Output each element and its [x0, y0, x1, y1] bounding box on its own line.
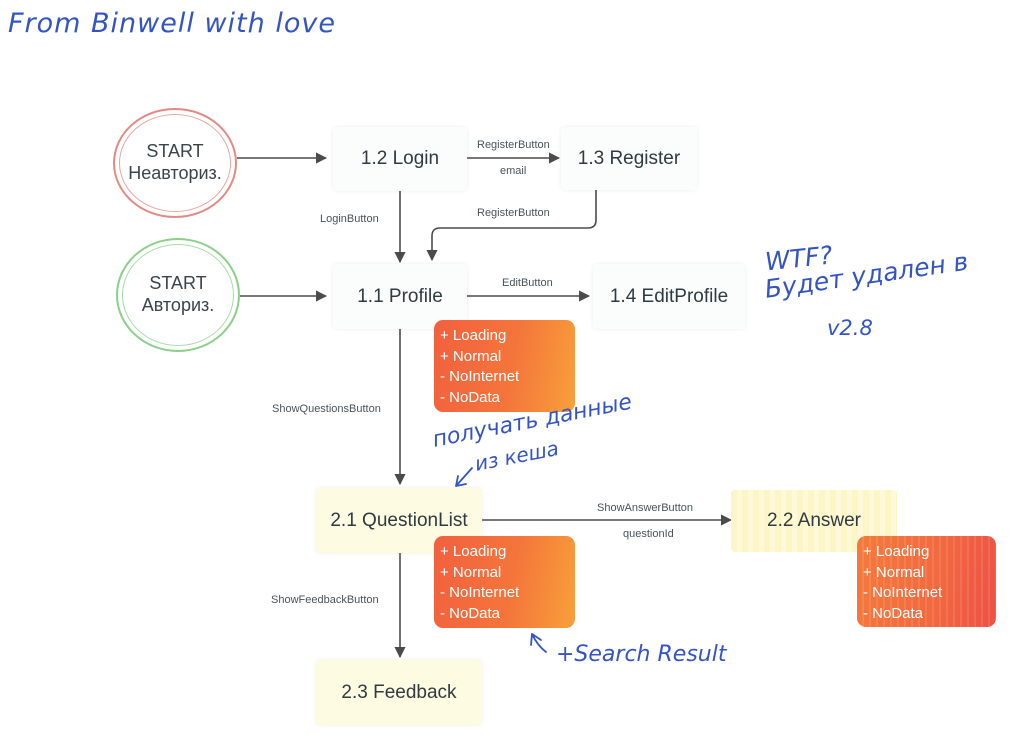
cache-hand-arrow — [455, 467, 473, 487]
profile-states-box: + Loading + Normal - NoInternet - NoData — [434, 320, 575, 412]
question-list-node: 2.1 QuestionList — [316, 488, 482, 553]
feedback-node: 2.3 Feedback — [316, 660, 482, 725]
state-item: - NoData — [440, 604, 501, 622]
start-unauthorized-line2: Неавториз. — [128, 163, 222, 183]
answer-states-box: + Loading + Normal - NoInternet - NoData — [857, 536, 996, 627]
answer-node-label: 2.2 Answer — [767, 510, 861, 531]
edge-label-email: email — [500, 165, 527, 177]
state-item: + Loading — [440, 327, 507, 344]
state-item: + Normal — [440, 347, 502, 365]
feedback-node-label: 2.3 Feedback — [341, 681, 457, 703]
state-item: - NoInternet — [440, 584, 520, 601]
register-node-label: 1.3 Register — [577, 147, 681, 169]
edge-label-show-questions-button: ShowQuestionsButton — [272, 403, 381, 415]
start-unauthorized-node: START Неавториз. — [113, 108, 237, 218]
question-list-node-label: 2.1 QuestionList — [330, 509, 468, 531]
header-annotation: From Binwell with love — [8, 8, 336, 39]
edge-label-question-id: questionId — [623, 528, 674, 540]
edit-profile-node: 1.4 EditProfile — [593, 264, 745, 329]
edge-label-register-button-back: RegisterButton — [477, 207, 550, 219]
login-node-label: 1.2 Login — [360, 148, 440, 169]
search-result-annotation: +Search Result — [556, 642, 727, 667]
answer-node: 2.2 Answer — [731, 490, 897, 552]
state-item: + Normal — [863, 563, 925, 581]
edit-profile-node-label: 1.4 EditProfile — [609, 285, 729, 307]
start-unauthorized-line1: START — [146, 141, 204, 162]
start-authorized-line1: START — [149, 273, 207, 294]
state-item: - NoInternet — [440, 368, 520, 385]
state-item: + Loading — [440, 543, 507, 560]
edge-label-show-feedback-button: ShowFeedbackButton — [271, 594, 379, 606]
edge-label-register-button: RegisterButton — [477, 139, 550, 151]
state-item: + Loading — [863, 543, 930, 560]
edge-label-login-button: LoginButton — [320, 213, 379, 225]
edge-register-to-profile — [426, 190, 597, 262]
state-item: - NoInternet — [863, 584, 943, 601]
profile-node-label: 1.1 Profile — [357, 285, 443, 307]
state-item: - NoData — [440, 388, 501, 406]
question-list-states-box: + Loading + Normal - NoInternet - NoData — [434, 536, 575, 628]
start-authorized-node: START Авториз. — [116, 238, 240, 352]
register-node: 1.3 Register — [561, 127, 697, 190]
wtf-annotation-line3: v2.8 — [827, 316, 873, 340]
state-item: + Normal — [440, 563, 502, 581]
search-hand-arrow — [530, 633, 547, 653]
edge-label-edit-button: EditButton — [502, 277, 553, 289]
edge-label-show-answer-button: ShowAnswerButton — [597, 502, 693, 514]
profile-node: 1.1 Profile — [333, 264, 467, 329]
state-item: - NoData — [863, 604, 924, 622]
login-node: 1.2 Login — [333, 127, 467, 191]
start-authorized-line2: Авториз. — [141, 295, 215, 315]
